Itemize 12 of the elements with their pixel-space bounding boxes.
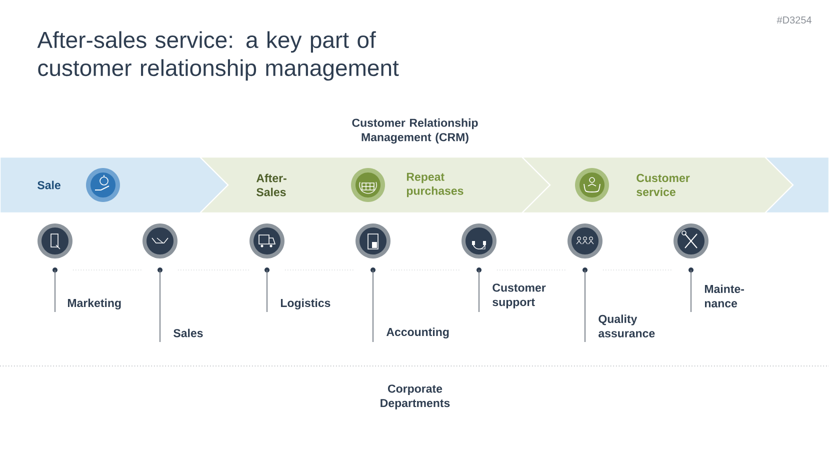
department-label: Accounting: [386, 328, 449, 338]
department-label: Customer support: [492, 284, 546, 308]
department-label: Quality assurance: [598, 314, 655, 338]
title: After-sales service: a key part of customer relationship management: [37, 31, 399, 81]
code-label: #D3254: [776, 16, 812, 24]
chevron-band: [764, 156, 829, 214]
department-label: Sales: [174, 328, 203, 338]
department-label: Logistics: [280, 298, 330, 310]
section-heading: Customer Relationship Management (CRM): [352, 118, 478, 144]
department-label: Marketing: [68, 298, 121, 310]
department-label: Mainte- nance: [704, 284, 744, 308]
section-heading: Corporate Departments: [380, 384, 450, 410]
